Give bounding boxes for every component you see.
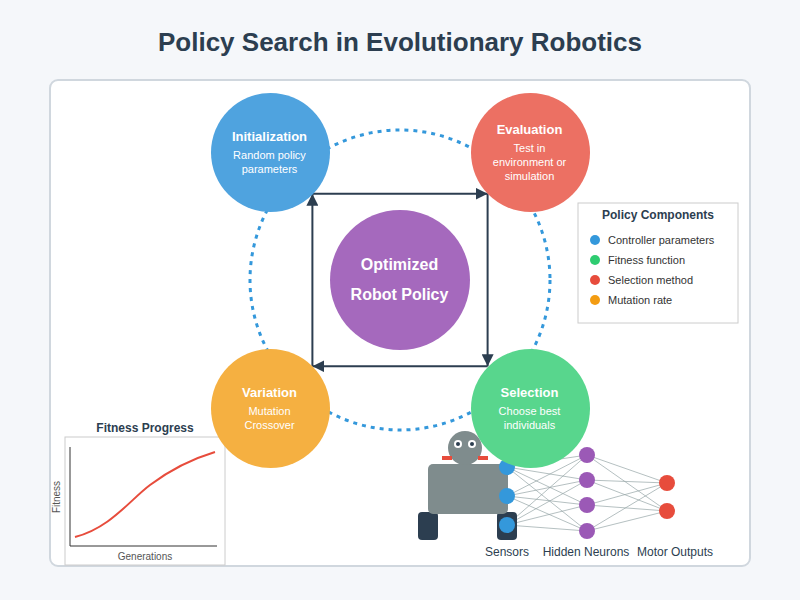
policy-title: Optimized Robot Policy — [344, 250, 456, 310]
stage-description: Random policy parameters — [227, 148, 313, 176]
stage-description: Mutation Crossover — [227, 404, 313, 432]
robot-pupil — [470, 442, 474, 446]
fitness-chart — [65, 437, 225, 565]
hidden-neuron — [579, 497, 595, 513]
legend-text: Mutation rate — [608, 294, 672, 306]
stage-title: Variation — [242, 385, 297, 401]
legend-row: Controller parameters — [590, 230, 714, 250]
legend-text: Controller parameters — [608, 234, 714, 246]
legend-swatch — [590, 255, 600, 265]
hidden-neuron — [579, 523, 595, 539]
net-link — [587, 483, 667, 531]
net-link — [507, 467, 587, 531]
hidden-neuron — [579, 472, 595, 488]
sensor-neuron — [499, 488, 515, 504]
output-neuron — [659, 475, 675, 491]
layer-label: Hidden Neurons — [543, 545, 630, 559]
circle-shape — [330, 210, 470, 350]
chart-title: Fitness Progress — [96, 421, 193, 435]
axis-label: Generations — [118, 551, 172, 563]
layer-label: Sensors — [485, 545, 529, 559]
node-text-group: InitializationRandom policy parameters — [227, 129, 313, 176]
robot-body — [428, 464, 508, 514]
stage-circle: VariationMutation Crossover — [211, 349, 330, 468]
net-link — [507, 480, 587, 525]
stage-circle: InitializationRandom policy parameters — [211, 93, 330, 212]
net-link — [587, 511, 667, 531]
net-link — [587, 483, 667, 505]
stage-description: Choose best individuals — [487, 404, 573, 432]
circle-fill — [211, 93, 330, 212]
net-link — [587, 455, 667, 511]
net-link — [507, 467, 587, 480]
legend: Controller parametersFitness functionSel… — [590, 230, 714, 310]
circle-fill — [330, 210, 470, 350]
robot-eye — [454, 440, 462, 448]
robot-eye — [468, 440, 476, 448]
cycle-arrow — [312, 365, 487, 367]
net-link — [587, 480, 667, 511]
net-link — [507, 496, 587, 505]
cycle-arrow — [311, 194, 313, 367]
net-link — [507, 496, 587, 531]
legend-swatch — [590, 275, 600, 285]
net-link — [587, 455, 667, 483]
circle-fill — [471, 349, 590, 468]
stage-title: Evaluation — [497, 122, 563, 138]
cycle-arrow — [312, 193, 487, 195]
legend-box — [578, 203, 738, 323]
robot-head — [448, 431, 482, 465]
chart-axis — [70, 447, 71, 546]
legend-swatch — [590, 295, 600, 305]
diagram-title: Policy Search in Evolutionary Robotics — [0, 25, 800, 59]
stage-description: Test in environment or simulation — [487, 141, 573, 183]
legend-swatch — [590, 235, 600, 245]
output-neuron — [659, 503, 675, 519]
chart-axis — [70, 546, 217, 547]
node-text-group: EvaluationTest in environment or simulat… — [487, 122, 573, 183]
circle-fill — [471, 93, 590, 212]
robot-wheel — [418, 512, 438, 540]
node-text-group: SelectionChoose best individuals — [487, 385, 573, 432]
axis-label: Fitness — [51, 481, 63, 513]
hidden-neuron — [579, 447, 595, 463]
robot-pupil — [456, 442, 460, 446]
stage-circle: EvaluationTest in environment or simulat… — [471, 93, 590, 212]
net-link — [507, 525, 587, 531]
legend-row: Mutation rate — [590, 290, 714, 310]
policy-circle: Optimized Robot Policy — [330, 210, 470, 350]
cycle-arrow — [487, 194, 489, 367]
robot-light — [442, 456, 452, 460]
stage-title: Initialization — [232, 129, 307, 145]
net-link — [507, 480, 587, 496]
legend-row: Fitness function — [590, 250, 714, 270]
fitness-curve — [75, 452, 215, 537]
circle-fill — [211, 349, 330, 468]
main-panel — [50, 80, 750, 566]
stage-circle: SelectionChoose best individuals — [471, 349, 590, 468]
node-text-group: Optimized Robot Policy — [344, 250, 456, 310]
stage-title: Selection — [501, 385, 559, 401]
net-link — [587, 505, 667, 511]
chart-box — [65, 437, 225, 565]
net-link — [587, 480, 667, 483]
legend-text: Fitness function — [608, 254, 685, 266]
legend-title: Policy Components — [602, 208, 714, 222]
sensor-neuron — [499, 517, 515, 533]
node-text-group: VariationMutation Crossover — [227, 385, 313, 432]
robot-light — [478, 456, 488, 460]
legend-text: Selection method — [608, 274, 693, 286]
robot-wheel — [497, 512, 517, 540]
net-link — [507, 505, 587, 525]
legend-row: Selection method — [590, 270, 714, 290]
layer-label: Motor Outputs — [637, 545, 713, 559]
